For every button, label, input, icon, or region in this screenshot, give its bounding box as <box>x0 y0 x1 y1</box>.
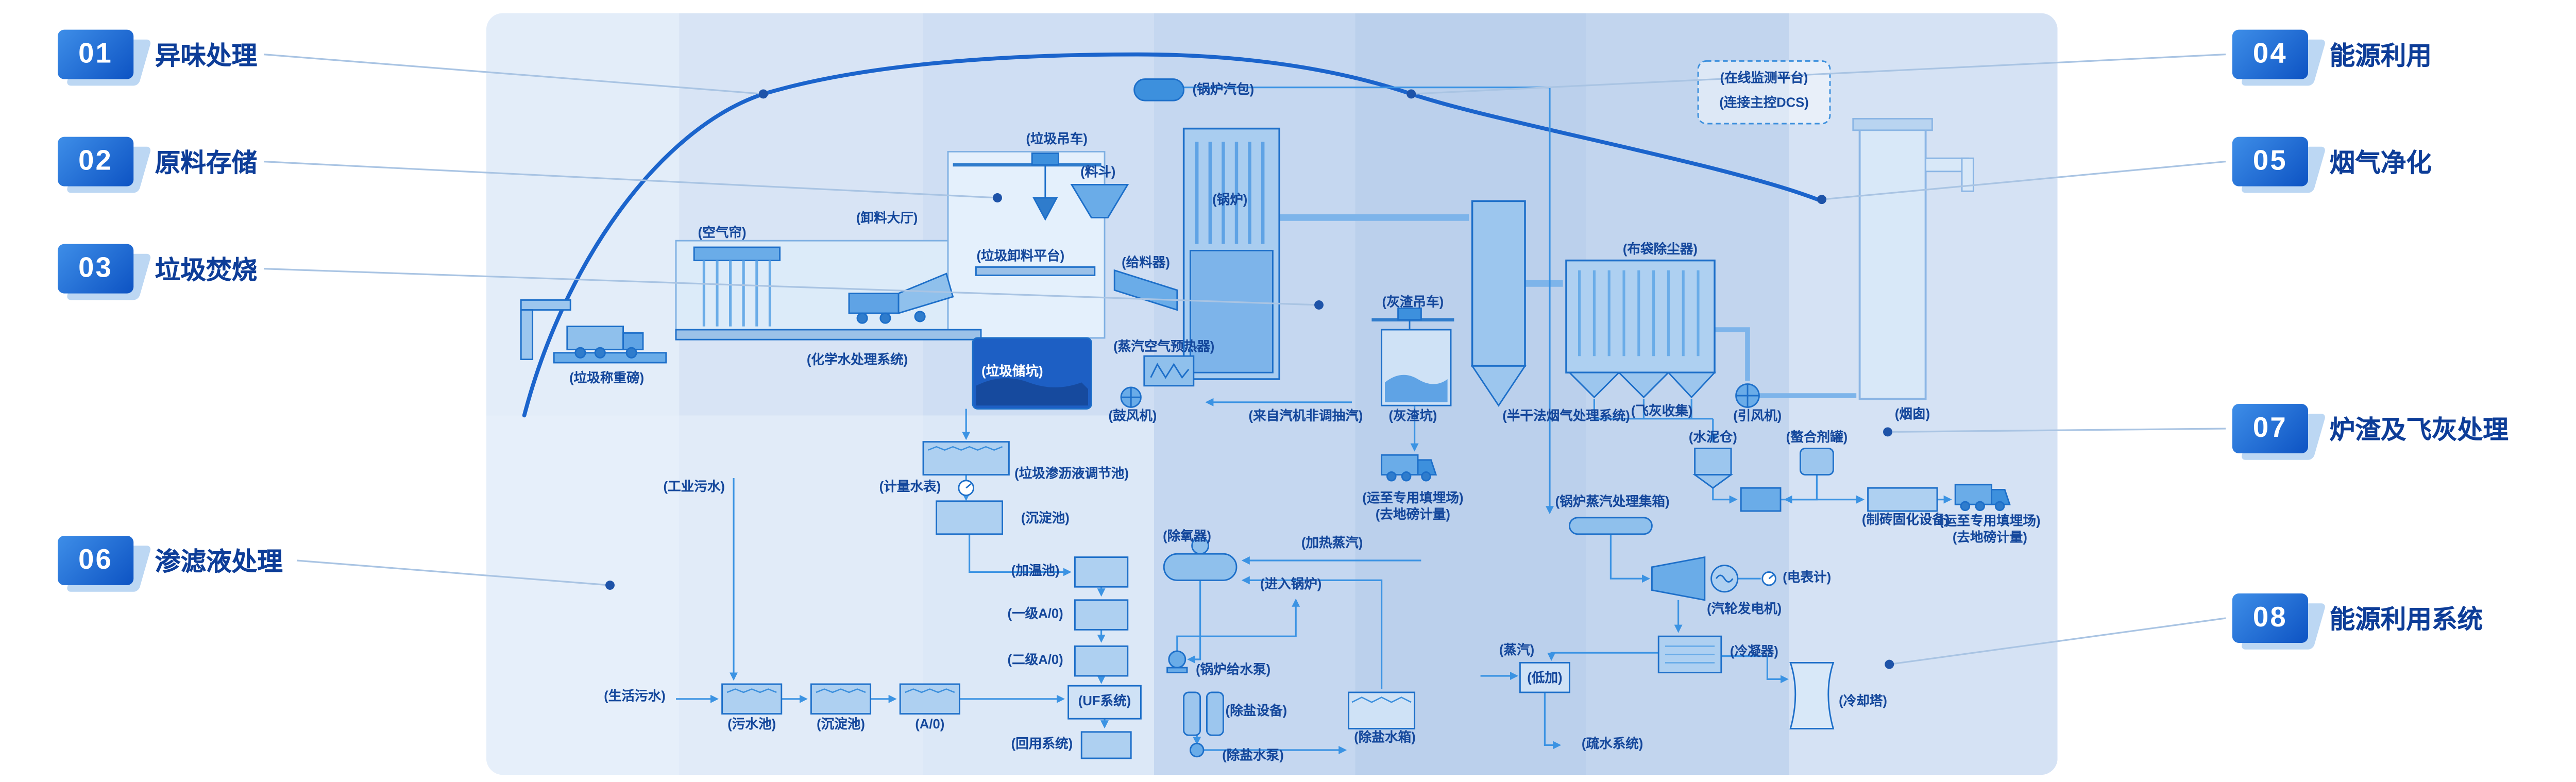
steam-air-preheater <box>1143 355 1195 387</box>
brick-solidification-equipment <box>1867 487 1938 512</box>
chelating-agent-tank <box>1799 447 1834 476</box>
entrance-gate <box>520 299 571 361</box>
badge-number: 01 <box>58 29 134 79</box>
section-08-badge: 08 <box>2232 593 2327 650</box>
badge-number: 05 <box>2232 137 2308 186</box>
chimney <box>1852 117 1974 400</box>
section-04-badge: 04 <box>2232 29 2327 86</box>
blower-fan <box>1120 386 1142 408</box>
section-03: 03 垃圾焚烧 <box>58 244 258 300</box>
section-02: 02 原料存储 <box>58 137 258 193</box>
badge-number: 04 <box>2232 29 2308 79</box>
section-01-badge: 01 <box>58 29 152 86</box>
landfill-truck-left <box>1381 454 1437 482</box>
section-02-badge: 02 <box>58 137 152 193</box>
leader-lines <box>263 54 2226 669</box>
section-05: 05 烟气净化 <box>2232 137 2432 193</box>
section-07-badge: 07 <box>2232 404 2327 460</box>
badge-number: 03 <box>58 244 134 294</box>
section-label: 异味处理 <box>155 43 258 71</box>
panel-background <box>486 13 2058 775</box>
badge-number: 02 <box>58 137 134 186</box>
turbine-generator <box>1651 556 1739 601</box>
weighbridge <box>553 326 667 364</box>
section-05-badge: 05 <box>2232 137 2327 193</box>
bag-filter <box>1565 259 1717 399</box>
section-label: 原料存储 <box>155 150 258 178</box>
condenser <box>1657 635 1722 674</box>
id-fan <box>1735 383 1760 408</box>
low-pressure-heater <box>1519 661 1570 693</box>
leachate-tanks <box>721 441 1142 759</box>
cement-silo <box>1692 447 1734 489</box>
desalted-water-pump <box>1189 742 1205 758</box>
desalination-columns <box>1183 691 1224 736</box>
ash-pit <box>1381 329 1452 406</box>
equipment <box>520 60 2011 759</box>
section-label: 炉渣及飞灰处理 <box>2329 417 2509 445</box>
hopper <box>1070 183 1129 218</box>
semi-dry-reactor <box>1470 200 1527 407</box>
monitoring-platform-box <box>1697 60 1831 125</box>
dump-truck <box>848 273 954 324</box>
waste-crane <box>953 152 1101 221</box>
desalted-water-tank <box>1348 691 1416 729</box>
unloading-platform <box>975 266 1096 276</box>
deaerator <box>1163 536 1238 581</box>
section-08: 08 能源利用系统 <box>2232 593 2483 650</box>
section-label: 烟气净化 <box>2329 150 2432 178</box>
dome-arc <box>522 52 1824 418</box>
boiler-feed-pump <box>1166 650 1188 674</box>
cooling-tower <box>1789 661 1835 729</box>
section-07: 07 炉渣及飞灰处理 <box>2232 404 2509 460</box>
steam-header <box>1568 517 1653 535</box>
landfill-truck-right <box>1954 484 2011 512</box>
section-label: 能源利用系统 <box>2329 606 2483 635</box>
section-label: 渗滤液处理 <box>155 549 283 577</box>
section-01: 01 异味处理 <box>58 29 258 86</box>
steam-drum <box>1133 78 1185 101</box>
badge-number: 08 <box>2232 593 2308 643</box>
ash-mixer <box>1740 487 1782 512</box>
section-06: 06 渗滤液处理 <box>58 536 283 592</box>
badge-number: 06 <box>58 536 134 585</box>
waste-pit <box>972 337 1092 410</box>
power-meter <box>1761 571 1776 586</box>
air-curtain <box>693 246 781 327</box>
boiler <box>1182 127 1280 380</box>
section-06-badge: 06 <box>58 536 152 592</box>
section-03-badge: 03 <box>58 244 152 300</box>
section-04: 04 能源利用 <box>2232 29 2432 86</box>
section-label: 能源利用 <box>2329 43 2432 71</box>
badge-number: 07 <box>2232 404 2308 453</box>
section-label: 垃圾焚烧 <box>155 257 258 285</box>
